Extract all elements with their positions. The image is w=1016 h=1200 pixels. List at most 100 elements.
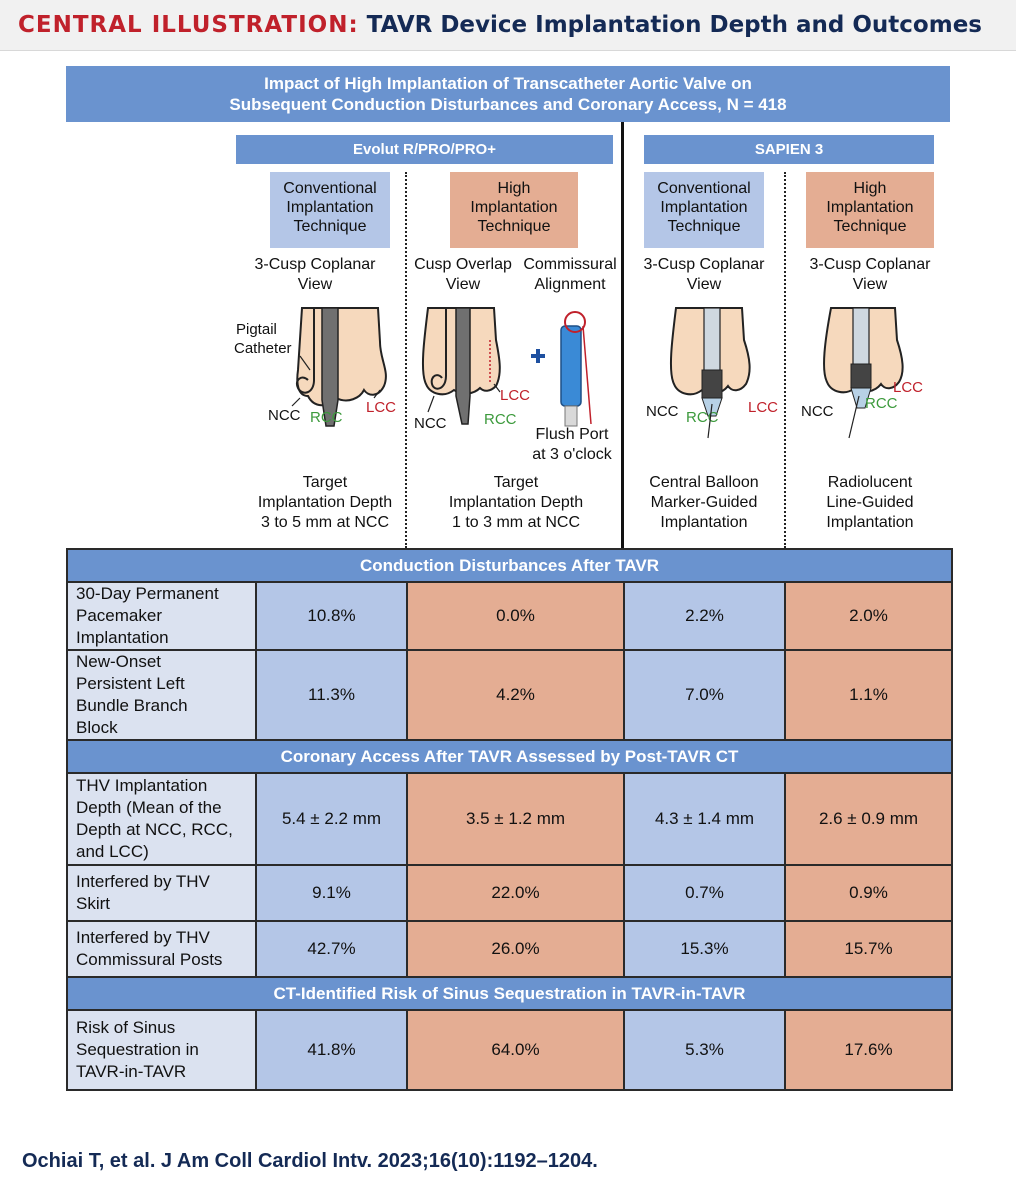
table-row: Risk of Sinus Sequestration in TAVR-in-T… [66, 1009, 953, 1091]
evolut-high-view: Cusp Overlap View [410, 255, 516, 295]
lcc-leader-line [373, 389, 381, 399]
sapien-high-target: Radiolucent Line-Guided Implantation [790, 473, 950, 533]
target-line: Line-Guided [826, 494, 914, 511]
lcc-label: LCC [366, 399, 396, 416]
value-cell: 5.4 ± 2.2 mm [255, 772, 408, 866]
header-title: TAVR Device Implantation Depth and Outco… [366, 12, 982, 38]
technique-line: Technique [293, 218, 367, 235]
value-cell: 0.7% [623, 864, 786, 922]
value-cell: 4.2% [406, 649, 625, 741]
value-cell: 9.1% [255, 864, 408, 922]
target-line: Target [493, 474, 539, 491]
value-cell: 7.0% [623, 649, 786, 741]
line-leader [848, 395, 860, 439]
value-cell: 2.6 ± 0.9 mm [784, 772, 953, 866]
balloon-catheter [703, 307, 721, 373]
header-label: CENTRAL ILLUSTRATION: [18, 12, 359, 38]
value-cell: 15.7% [784, 920, 953, 978]
device-separator [621, 122, 624, 548]
lcc-label: LCC [748, 399, 778, 416]
lcc-label: LCC [893, 379, 923, 396]
value-cell: 0.0% [406, 581, 625, 651]
value-cell: 4.3 ± 1.4 mm [623, 772, 786, 866]
aortic-root-shape [296, 307, 387, 407]
technique-line: Conventional [283, 180, 377, 197]
evolut-conventional-target: Target Implantation Depth 3 to 5 mm at N… [236, 473, 414, 533]
ncc-label: NCC [801, 403, 834, 420]
rcc-label: RCC [484, 411, 517, 428]
evolut-divider [405, 172, 407, 548]
value-cell: 10.8% [255, 581, 408, 651]
lcc-label: LCC [500, 387, 530, 404]
balloon-valve-frame [701, 369, 723, 399]
outcomes-table: Conduction Disturbances After TAVR 30-Da… [66, 548, 953, 1091]
target-line: 1 to 3 mm at NCC [451, 514, 581, 531]
value-cell: 41.8% [255, 1009, 408, 1091]
evolut-high-diagram: NCC RCC LCC [414, 307, 530, 432]
view-line: View [445, 276, 481, 293]
ncc-label: NCC [268, 407, 301, 424]
view-line: 3-Cusp Coplanar [254, 256, 376, 273]
value-cell: 2.0% [784, 581, 953, 651]
sapien-conventional-target: Central Balloon Marker-Guided Implantati… [626, 473, 782, 533]
row-label-line: Skirt [76, 894, 110, 913]
row-label-line: Persistent Left [76, 674, 185, 693]
commissural-alignment-diagram [531, 311, 592, 427]
technique-line: Conventional [657, 180, 751, 197]
row-label-line: TAVR-in-TAVR [76, 1062, 187, 1081]
row-label-line: and LCC) [76, 842, 149, 861]
value-cell: 1.1% [784, 649, 953, 741]
evolut-conventional-view: 3-Cusp Coplanar View [230, 255, 400, 295]
section-title: Coronary Access After TAVR Assessed by P… [66, 739, 953, 774]
row-label-line: Risk of Sinus [76, 1018, 176, 1037]
pigtail-label: Pigtail [236, 321, 277, 338]
row-label-line: Pacemaker [76, 606, 162, 625]
table-row: THV Implantation Depth (Mean of the Dept… [66, 772, 953, 866]
target-line: Radiolucent [827, 474, 913, 491]
row-label: Interfered by THV Skirt [66, 864, 257, 922]
section-row: Coronary Access After TAVR Assessed by P… [66, 739, 953, 774]
delivery-catheter [455, 307, 471, 425]
target-line: Implantation Depth [448, 494, 584, 511]
sapien-high-diagram: NCC RCC LCC [801, 307, 923, 439]
row-label-line: Commissural Posts [76, 950, 223, 969]
technique-line: Technique [477, 218, 551, 235]
target-line: Implantation [660, 514, 748, 531]
row-label: New-Onset Persistent Left Bundle Branch … [66, 649, 257, 741]
row-label-line: New-Onset [76, 652, 162, 671]
value-cell: 5.3% [623, 1009, 786, 1091]
value-cell: 64.0% [406, 1009, 625, 1091]
technique-line: Implantation [660, 199, 748, 216]
sapien-conventional-diagram: NCC RCC LCC [646, 307, 778, 439]
target-line: Central Balloon [649, 474, 759, 491]
row-label: 30-Day Permanent Pacemaker Implantation [66, 581, 257, 651]
technique-line: Implantation [826, 199, 914, 216]
row-label: Risk of Sinus Sequestration in TAVR-in-T… [66, 1009, 257, 1091]
study-line-2: Subsequent Conduction Disturbances and C… [229, 95, 787, 114]
row-label-line: Bundle Branch [76, 696, 188, 715]
sapien-high-technique: High Implantation Technique [806, 172, 934, 248]
value-cell: 0.9% [784, 864, 953, 922]
ncc-leader-line [291, 397, 301, 407]
row-label-line: Sequestration in [76, 1040, 199, 1059]
marker-leader-line [707, 403, 713, 439]
row-label-line: Implantation [76, 628, 169, 647]
table-row: New-Onset Persistent Left Bundle Branch … [66, 649, 953, 741]
study-banner: Impact of High Implantation of Transcath… [66, 66, 950, 122]
row-label: Interfered by THV Commissural Posts [66, 920, 257, 978]
technique-line: Implantation [286, 199, 374, 216]
value-cell: 42.7% [255, 920, 408, 978]
pigtail-leader-line [299, 355, 311, 371]
evolut-conventional-diagram: Pigtail Catheter NCC RCC LCC [234, 307, 396, 427]
sapien-high-view: 3-Cusp Coplanar View [790, 255, 950, 295]
evolut-high-target: Target Implantation Depth 1 to 3 mm at N… [418, 473, 614, 533]
value-cell: 26.0% [406, 920, 625, 978]
evolut-device-bar: Evolut R/PRO/PRO+ [236, 135, 613, 164]
section-row: Conduction Disturbances After TAVR [66, 548, 953, 583]
row-label-line: Interfered by THV [76, 872, 210, 891]
flush-catheter-tip [564, 405, 578, 427]
value-cell: 22.0% [406, 864, 625, 922]
plus-icon [531, 349, 545, 363]
flush-catheter-body [560, 325, 582, 407]
catheter-label: Catheter [234, 340, 292, 357]
